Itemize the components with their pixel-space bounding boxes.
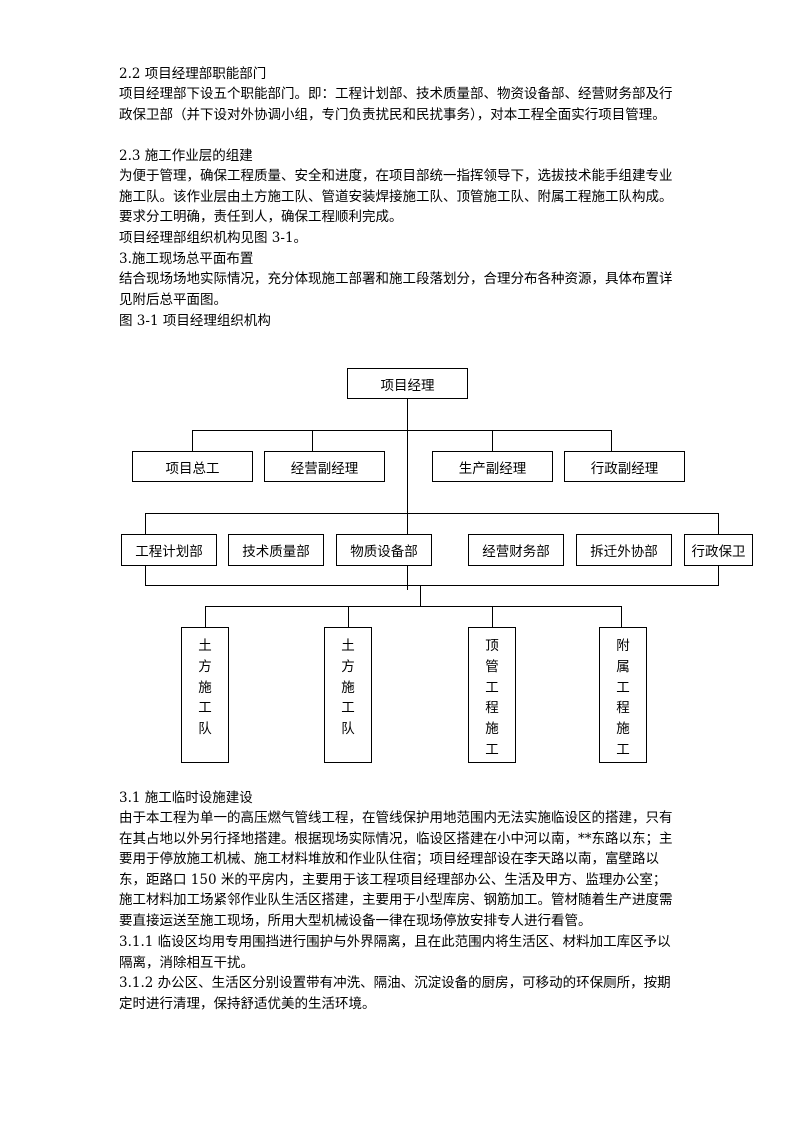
- org-level3-box: 技术质量部: [228, 534, 324, 566]
- connector-line: [611, 430, 612, 452]
- team-char: 程: [616, 700, 630, 717]
- figure-caption: 图 3-1 项目经理组织机构: [119, 313, 271, 329]
- team-char: 施: [485, 721, 499, 738]
- connector-line: [492, 430, 493, 452]
- team-char: 施: [341, 679, 355, 696]
- connector-line: [205, 606, 206, 627]
- team-char: 顶: [485, 638, 499, 654]
- team-char: 方: [341, 658, 355, 675]
- org-level2-box: 生产副经理: [432, 451, 553, 482]
- connector-line: [192, 430, 612, 431]
- team-char: 土: [198, 638, 212, 654]
- paragraph-2-2: 项目经理部下设五个职能部门。即：工程计划部、技术质量部、物资设备部、经营财务部及…: [119, 86, 673, 123]
- connector-line: [407, 398, 408, 590]
- team-char: 土: [341, 638, 355, 654]
- org-level3-box: 物质设备部: [336, 534, 432, 566]
- heading-2-2: 2.2 项目经理部职能部门: [119, 66, 267, 82]
- org-level3-box: 行政保卫: [684, 534, 753, 566]
- team-char: 附: [616, 638, 630, 654]
- team-char: 工: [616, 741, 630, 758]
- team-box-earthwork-2: 土 方 施 工 队: [324, 627, 372, 763]
- team-char: 工: [485, 679, 499, 696]
- team-char: 方: [198, 658, 212, 675]
- team-char: 工: [198, 700, 212, 717]
- connector-line: [145, 566, 146, 585]
- team-char: 程: [485, 700, 499, 717]
- paragraph-3-1-2: 3.1.2 办公区、生活区分别设置带有冲洗、隔油、沉淀设备的厨房，可移动的环保厕…: [119, 975, 671, 1012]
- team-char: 管: [485, 658, 499, 675]
- org-level3-box: 拆迁外协部: [576, 534, 672, 566]
- connector-line: [492, 606, 493, 627]
- heading-3-1: 3.1 施工临时设施建设: [119, 790, 253, 806]
- team-box-pipe-jacking: 顶 管 工 程 施 工: [468, 627, 516, 763]
- team-char: 施: [198, 679, 212, 696]
- team-char: 队: [341, 721, 355, 738]
- connector-line: [420, 585, 421, 606]
- connector-line: [621, 606, 622, 627]
- team-char: 工: [341, 700, 355, 717]
- paragraph-3: 结合现场场地实际情况，充分体现施工部署和施工段落划分，合理分布各种资源，具体布置…: [119, 271, 673, 308]
- connector-line: [145, 513, 146, 535]
- figure-reference: 项目经理部组织机构见图 3-1。: [119, 230, 308, 246]
- team-box-ancillary: 附 属 工 程 施 工: [599, 627, 647, 763]
- org-level2-box: 项目总工: [132, 451, 253, 482]
- paragraph-3-1: 由于本工程为单一的高压燃气管线工程，在管线保护用地范围内无法实施临设区的搭建，只…: [119, 810, 673, 929]
- connector-line: [718, 513, 719, 535]
- team-char: 工: [485, 741, 499, 758]
- team-box-earthwork-1: 土 方 施 工 队: [181, 627, 229, 763]
- org-level2-box: 行政副经理: [564, 451, 685, 482]
- heading-2-3: 2.3 施工作业层的组建: [119, 148, 253, 164]
- team-char: 队: [198, 721, 212, 738]
- org-level2-box: 经营副经理: [264, 451, 385, 482]
- connector-line: [205, 606, 622, 607]
- org-root-box: 项目经理: [347, 368, 468, 399]
- team-char: 属: [616, 658, 630, 675]
- connector-line: [192, 430, 193, 452]
- org-level3-box: 工程计划部: [121, 534, 217, 566]
- heading-3: 3.施工现场总平面布置: [119, 251, 254, 267]
- connector-line: [312, 430, 313, 452]
- paragraph-2-3: 为便于管理，确保工程质量、安全和进度，在项目部统一指挥领导下，选拔技术能手组建专…: [119, 168, 673, 225]
- connector-line: [145, 585, 719, 586]
- connector-line: [718, 566, 719, 585]
- paragraph-3-1-1: 3.1.1 临设区均用专用围挡进行围护与外界隔离，且在此范围内将生活区、材料加工…: [119, 934, 671, 971]
- team-char: 施: [616, 721, 630, 738]
- connector-line: [348, 606, 349, 627]
- org-level3-box: 经营财务部: [468, 534, 564, 566]
- team-char: 工: [616, 679, 630, 696]
- connector-line: [145, 513, 719, 514]
